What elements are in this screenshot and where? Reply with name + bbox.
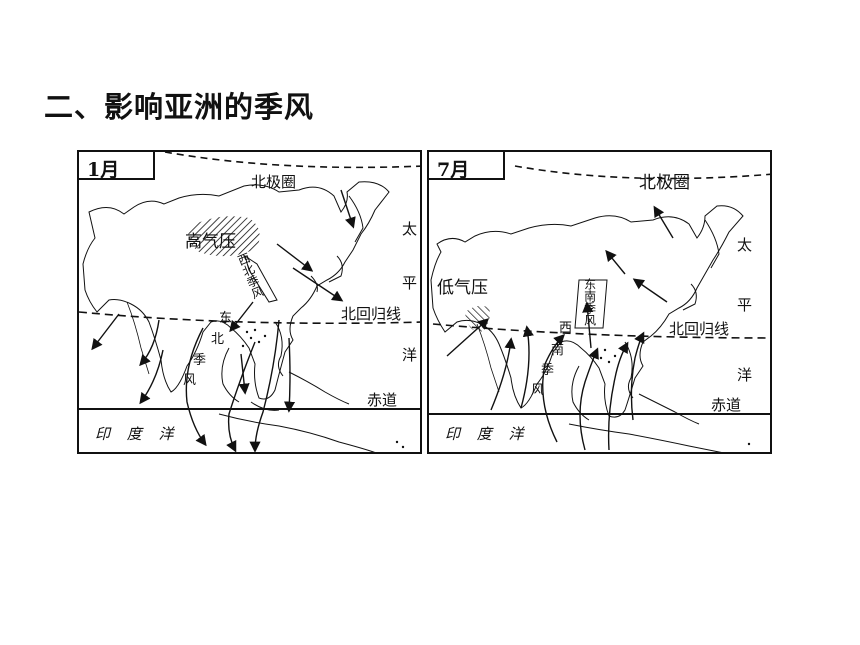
arctic-circle-line [164, 152, 420, 169]
northeast-monsoon-char-4: 风 [183, 373, 197, 388]
pacific-label-tai: 太 [402, 220, 418, 238]
pacific-label-yang: 洋 [737, 366, 753, 384]
asia-coastline [82, 181, 390, 400]
northeast-monsoon-char-1: 东 [219, 311, 233, 326]
tropic-label: 北回归线 [669, 320, 730, 338]
southeast-monsoon-label: 东南季风 [582, 278, 597, 326]
southwest-monsoon-char-3: 季 [541, 363, 555, 378]
indian-ocean-label: 印 度 洋 [95, 425, 180, 443]
arctic-circle-label: 北极圈 [251, 173, 297, 191]
equator-label: 赤道 [367, 391, 398, 409]
july-map-drawing [429, 165, 770, 452]
equator-label: 赤道 [711, 396, 742, 414]
southwest-monsoon-char-1: 西 [559, 321, 573, 336]
high-pressure-zone [188, 216, 260, 257]
pacific-label-tai: 太 [737, 236, 753, 254]
low-pressure-label: 低气压 [437, 278, 488, 298]
asia-coastline [430, 205, 744, 418]
tropic-line [79, 311, 420, 325]
indian-ocean-label: 印 度 洋 [445, 425, 530, 443]
january-monsoon-map: 1月 北极圈 太 平 洋 北回归线 赤道 印 度 洋 高气压 西北季风 东 北 … [77, 150, 422, 454]
january-map-drawing [79, 152, 420, 452]
northeast-monsoon-char-3: 季 [193, 353, 207, 368]
pacific-label-ping: 平 [737, 296, 753, 314]
page-title: 二、影响亚洲的季风 [44, 90, 315, 124]
arctic-circle-line [514, 165, 770, 180]
arctic-circle-label: 北极圈 [639, 173, 690, 193]
map-month-label: 7月 [429, 152, 505, 181]
map-month-label: 1月 [79, 152, 155, 181]
northeast-monsoon-char-2: 北 [211, 332, 225, 347]
southwest-monsoon-char-2: 南 [551, 343, 565, 358]
tropic-label: 北回归线 [341, 305, 402, 323]
pacific-label-yang: 洋 [402, 346, 418, 364]
high-pressure-label: 高气压 [185, 232, 236, 252]
july-monsoon-map: 7月 北极圈 太 平 洋 北回归线 赤道 印 度 洋 低气压 东南季风 西 南 … [427, 150, 772, 454]
southwest-monsoon-char-4: 风 [531, 383, 545, 398]
pacific-label-ping: 平 [402, 274, 418, 292]
